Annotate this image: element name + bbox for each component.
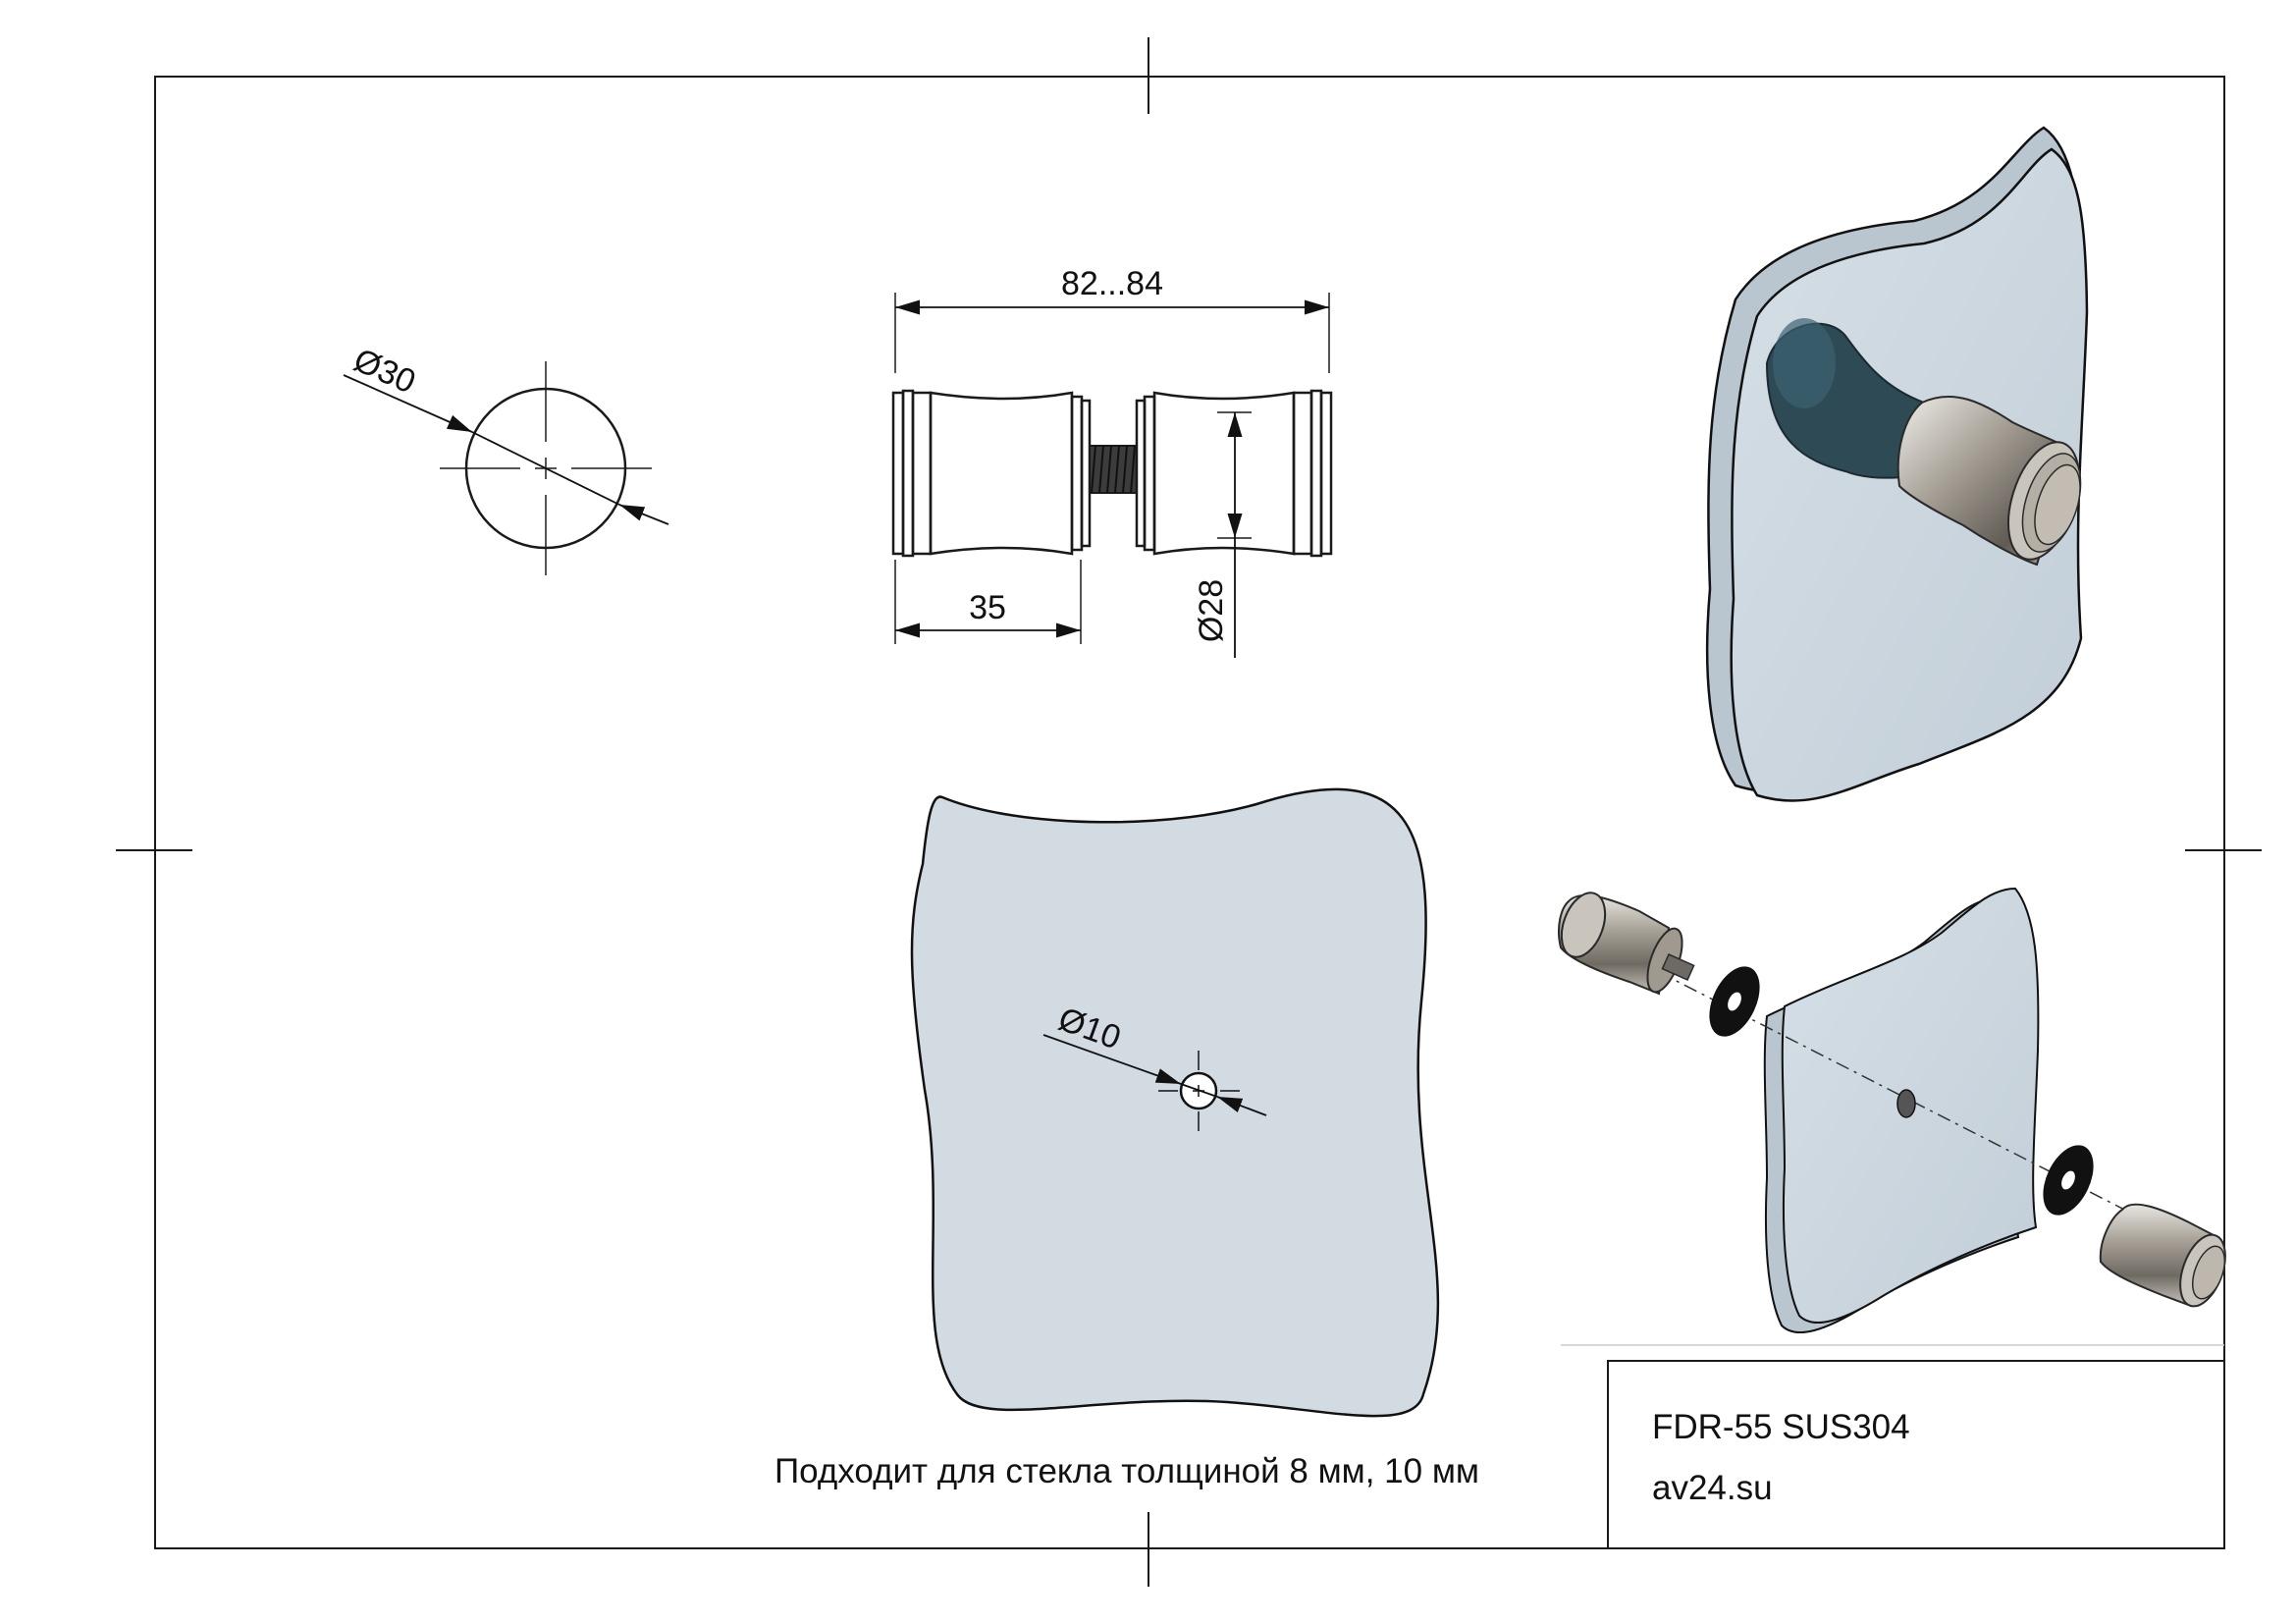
exploded-left-washer — [1709, 966, 1760, 1037]
isometric-exploded-view — [1558, 887, 2226, 1346]
left-knob-profile — [891, 389, 1092, 558]
glass-thickness-note: Подходит для стекла толщиной 8 мм, 10 мм — [774, 1452, 1479, 1490]
right-knob-profile — [1135, 389, 1333, 558]
dimension-circle-diameter — [343, 374, 669, 525]
exploded-left-knob — [1558, 892, 1695, 996]
knob-diameter-label: Ø28 — [1193, 579, 1230, 642]
knob-length-label: 35 — [969, 589, 1006, 626]
glass-plate-shape — [910, 787, 1440, 1418]
exploded-right-washer — [2043, 1145, 2094, 1216]
plate-view: Ø10 — [910, 787, 1440, 1418]
exploded-right-knob — [2099, 1203, 2226, 1308]
thread-bolt — [1089, 445, 1138, 494]
side-view: 82...84 35 Ø28 — [891, 265, 1333, 658]
sheet-frame — [116, 37, 2262, 1587]
model-label: FDR-55 SUS304 — [1652, 1408, 1910, 1446]
dimension-hole-diameter — [1042, 1034, 1267, 1116]
circle-diameter-label: Ø30 — [348, 342, 421, 402]
isometric-assembled-view — [1705, 126, 2089, 802]
overall-length-label: 82...84 — [1061, 265, 1163, 302]
front-view: Ø30 — [343, 342, 669, 575]
title-block: FDR-55 SUS304 av24.su — [1607, 1360, 2225, 1549]
site-label: av24.su — [1652, 1469, 1773, 1507]
